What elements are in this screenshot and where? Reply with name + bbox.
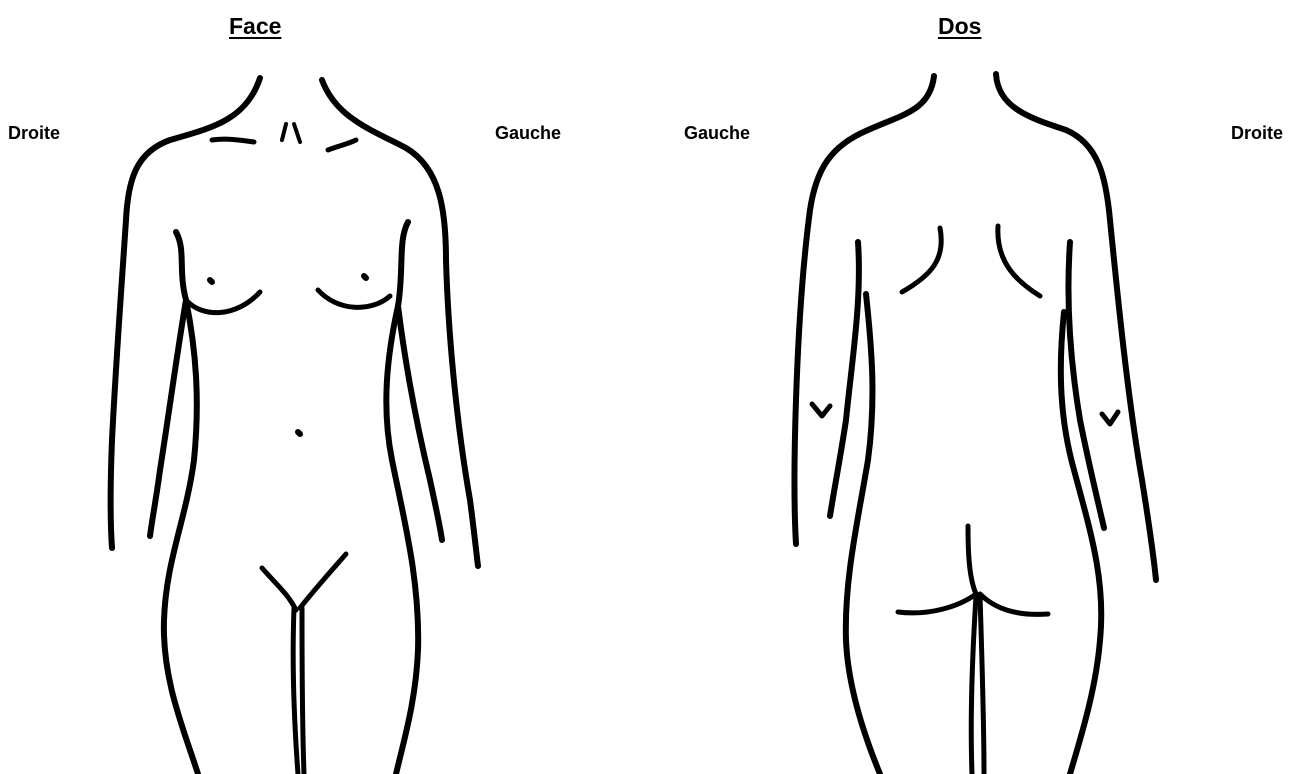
back-left-inner-leg xyxy=(971,596,976,774)
back-left-shoulder-blade xyxy=(902,228,941,292)
back-spine-line xyxy=(968,526,976,594)
back-right-shoulder-blade xyxy=(998,226,1040,296)
back-body-outline xyxy=(795,74,1157,774)
back-right-inner-arm xyxy=(1068,242,1104,528)
back-right-buttock xyxy=(980,594,1048,614)
back-right-torso xyxy=(1061,312,1101,774)
back-right-neck-shoulder-arm xyxy=(996,74,1156,580)
back-left-elbow-mark xyxy=(812,404,830,416)
back-left-inner-arm xyxy=(830,242,859,516)
back-right-inner-leg xyxy=(980,596,984,774)
back-right-elbow-mark xyxy=(1102,412,1118,424)
back-left-buttock xyxy=(898,594,976,613)
